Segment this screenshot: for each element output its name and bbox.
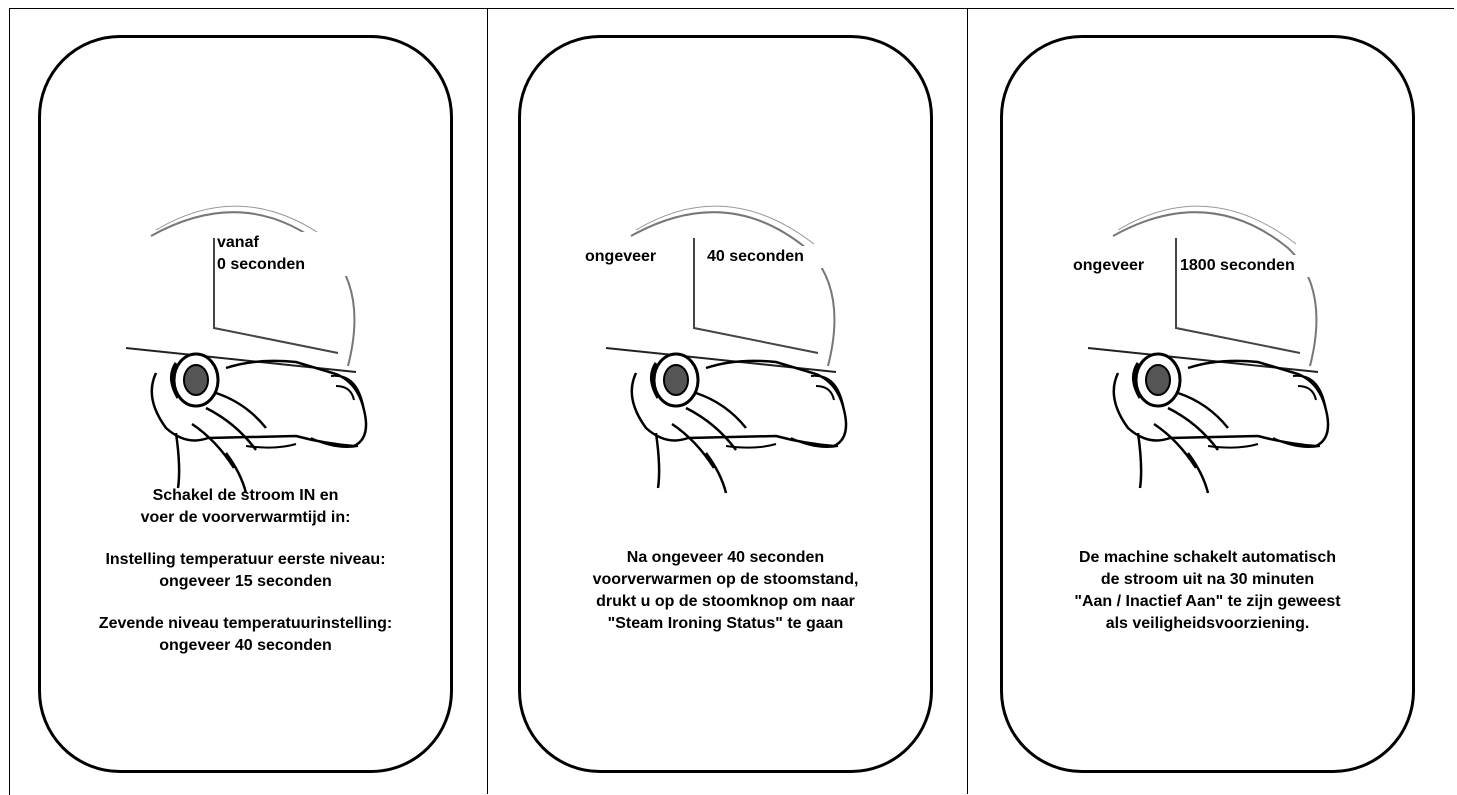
caption-line: De machine schakelt automatisch bbox=[1079, 549, 1336, 566]
instruction-caption: Schakel de stroom IN en voer de voorverw… bbox=[38, 485, 453, 657]
caption-line: als veiligheidsvoorziening. bbox=[1105, 615, 1310, 632]
watch-hands-illustration bbox=[604, 204, 848, 495]
caption-line: Zevende niveau temperatuurinstelling: bbox=[98, 615, 393, 632]
caption-line: Schakel de stroom IN en bbox=[152, 487, 339, 504]
caption-line: Instelling temperatuur eerste niveau: bbox=[105, 551, 386, 568]
caption-line: Na ongeveer 40 seconden bbox=[626, 549, 825, 566]
caption-line: drukt u op de stoomknop om naar bbox=[596, 593, 855, 610]
time-label-line: vanaf bbox=[217, 234, 259, 251]
instruction-card-2: ongeveer 40 seconden Na ongeveer 40 seco… bbox=[518, 35, 933, 773]
instruction-card-3: ongeveer 1800 seconden De machine schake… bbox=[1000, 35, 1415, 773]
time-label: 40 seconden bbox=[707, 246, 837, 268]
caption-line: "Aan / Inactief Aan" te zijn geweest bbox=[1074, 593, 1341, 610]
watch-hands-illustration bbox=[1086, 204, 1330, 495]
column-divider bbox=[487, 8, 488, 794]
caption-line: de stroom uit na 30 minuten bbox=[1100, 571, 1315, 588]
layout-table bbox=[9, 8, 1454, 795]
time-label: vanaf 0 seconden bbox=[217, 232, 357, 276]
caption-line: ongeveer 15 seconden bbox=[159, 573, 332, 590]
time-label-prefix: ongeveer bbox=[581, 246, 661, 268]
instruction-card-1: vanaf 0 seconden Schakel de stroom IN en… bbox=[38, 35, 453, 773]
time-label-prefix: ongeveer bbox=[1069, 255, 1149, 277]
caption-line: voer de voorverwarmtijd in: bbox=[140, 509, 351, 526]
time-label-line: 0 seconden bbox=[217, 256, 306, 273]
caption-line: "Steam Ironing Status" te gaan bbox=[607, 615, 844, 632]
column-divider bbox=[967, 8, 968, 794]
time-label: 1800 seconden bbox=[1180, 255, 1320, 277]
instruction-caption: De machine schakelt automatisch de stroo… bbox=[1000, 547, 1415, 635]
caption-line: ongeveer 40 seconden bbox=[159, 637, 332, 654]
instruction-caption: Na ongeveer 40 seconden voorverwarmen op… bbox=[518, 547, 933, 635]
caption-line: voorverwarmen op de stoomstand, bbox=[592, 571, 859, 588]
